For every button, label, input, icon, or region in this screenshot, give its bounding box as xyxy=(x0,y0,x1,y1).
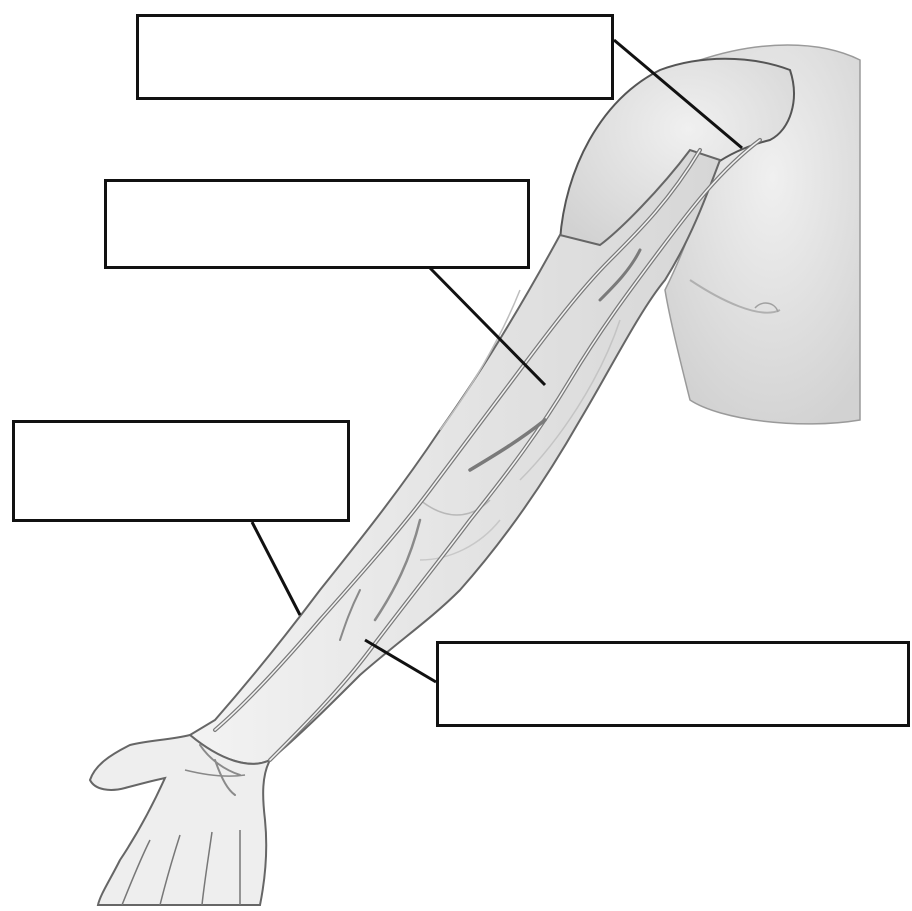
label-box-2[interactable] xyxy=(104,179,530,269)
leader-line-3 xyxy=(252,522,300,615)
label-box-3[interactable] xyxy=(12,420,350,522)
label-box-4[interactable] xyxy=(436,641,910,727)
label-box-1[interactable] xyxy=(136,14,614,100)
